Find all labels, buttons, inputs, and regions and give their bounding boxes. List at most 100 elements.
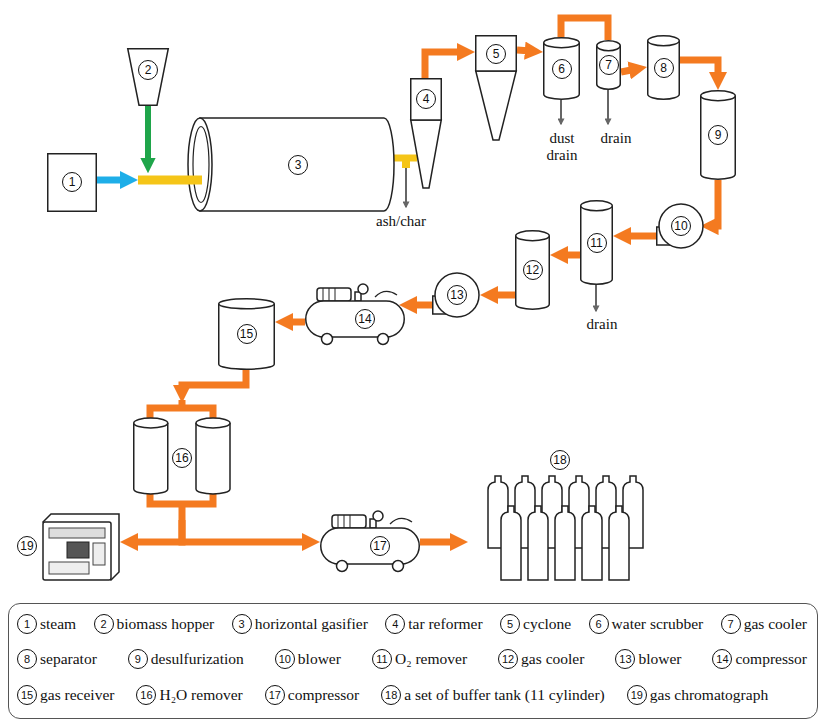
callout-number: 12 (502, 653, 514, 665)
pipe-arrow (97, 177, 126, 184)
pipe-arrow (182, 520, 308, 542)
callout-circle: 7 (599, 55, 619, 75)
pipe-arrow (287, 319, 305, 326)
callout-circle: 2 (138, 60, 158, 80)
steam-box: 1 (47, 153, 97, 212)
key-item: 2 biomass hopper (94, 614, 215, 634)
vessel-cylinder: 6 (543, 37, 580, 100)
callout-circle: 9 (708, 125, 728, 145)
vessel-cylinder: 7 (596, 40, 621, 90)
pipe-arrow (425, 52, 463, 78)
key-circle: 7 (721, 614, 741, 634)
part-name: gas chromatograph (650, 686, 768, 704)
callout-circle: 8 (654, 58, 674, 78)
callout-number: 6 (558, 63, 565, 75)
twin-vessel: 16 (133, 400, 231, 520)
callout-number: 7 (728, 618, 734, 630)
compressor-symbol: 17 (320, 510, 420, 572)
key-item: 7 gas cooler (721, 614, 807, 634)
pipe-arrow (132, 520, 182, 542)
callout-number: 19 (631, 689, 643, 701)
callout-circle: 4 (416, 89, 436, 109)
key-circle: 1 (17, 614, 37, 634)
chromatograph-icon: 19 (15, 510, 120, 582)
callout-number: 13 (450, 289, 463, 301)
part-name: gas receiver (40, 686, 114, 704)
callout-circle: 19 (17, 536, 37, 556)
cyclone-vessel: 4 (410, 78, 442, 188)
callout-number: 3 (295, 159, 302, 171)
key-circle: 8 (17, 649, 37, 669)
key-item: 18a set of buffer tank (11 cylinder) (381, 685, 605, 705)
key-row: 15gas receiver16H₂O remover17compressor1… (17, 685, 807, 705)
key-circle: 4 (385, 614, 405, 634)
callout-circle: 18 (550, 450, 570, 470)
key-item: 12 gas cooler (498, 649, 584, 669)
part-name: water scrubber (612, 615, 704, 633)
callout-number: 1 (69, 176, 76, 188)
key-row: 8separator9desulfurization10blower11O₂ r… (17, 649, 807, 669)
callout-number: 8 (660, 62, 667, 74)
part-name: compressor (735, 650, 806, 668)
callout-circle: 11 (587, 233, 607, 253)
part-name: desulfurization (151, 650, 244, 668)
callout-number: 8 (24, 653, 30, 665)
key-circle: 14 (712, 649, 732, 669)
callout-number: 6 (596, 618, 602, 630)
key-item: 14compressor (712, 649, 806, 669)
vessel-cylinder: 9 (700, 90, 736, 180)
outlet-label: drain (580, 316, 624, 333)
callout-number: 14 (358, 313, 371, 325)
pipe-arrow (712, 180, 718, 226)
key-item: 15 gas receiver (17, 685, 114, 705)
key-circle: 10 (275, 649, 295, 669)
callout-number: 12 (526, 264, 539, 276)
key-item: 8separator (17, 649, 97, 669)
pipe-arrow (561, 18, 608, 40)
equipment-outline (138, 117, 394, 212)
key-item: 6 water scrubber (589, 614, 704, 634)
key-item: 5cyclone (500, 614, 571, 634)
callout-number: 13 (619, 653, 631, 665)
callout-circle: 12 (523, 260, 543, 280)
pipe-arrow (621, 69, 635, 72)
callout-number: 1 (24, 618, 30, 630)
key-circle: 15 (17, 685, 37, 705)
part-name: tar reformer (408, 615, 482, 633)
callout-circle: 17 (370, 536, 390, 556)
cyclone-vessel: 5 (475, 35, 517, 140)
callout-circle: 5 (486, 44, 506, 64)
callout-circle: 16 (172, 448, 192, 468)
part-name: gas cooler (521, 650, 584, 668)
part-name: gas cooler (744, 615, 807, 633)
key-item: 1steam (17, 614, 76, 634)
key-circle: 3 (232, 614, 252, 634)
key-item: 11O₂ remover (372, 649, 467, 669)
part-name: compressor (288, 686, 359, 704)
callout-circle: 14 (355, 309, 375, 329)
key-item: 10blower (275, 649, 341, 669)
callout-number: 2 (100, 618, 106, 630)
blower-symbol: 10 (656, 203, 704, 249)
part-name: biomass hopper (117, 615, 215, 633)
key-item: 16H₂O remover (136, 685, 242, 705)
part-name: O₂ remover (395, 650, 467, 668)
vessel-cylinder: 15 (218, 298, 275, 370)
callout-number: 16 (175, 452, 188, 464)
callout-number: 18 (553, 454, 566, 466)
part-name: H₂O remover (159, 686, 242, 704)
key-item: 3horizontal gasifier (232, 614, 368, 634)
callout-number: 7 (605, 59, 612, 71)
key-circle: 2 (94, 614, 114, 634)
compressor-symbol: 14 (305, 283, 405, 345)
pipe-arrow (420, 539, 456, 546)
callout-circle: 10 (671, 216, 691, 236)
callout-number: 15 (240, 328, 253, 340)
key-circle: 11 (372, 649, 392, 669)
callout-circle: 15 (237, 324, 257, 344)
callout-number: 15 (21, 689, 33, 701)
outlet-label: drain (594, 130, 638, 147)
pipe-arrow (625, 233, 656, 240)
callout-circle: 6 (552, 59, 572, 79)
key-circle: 12 (498, 649, 518, 669)
